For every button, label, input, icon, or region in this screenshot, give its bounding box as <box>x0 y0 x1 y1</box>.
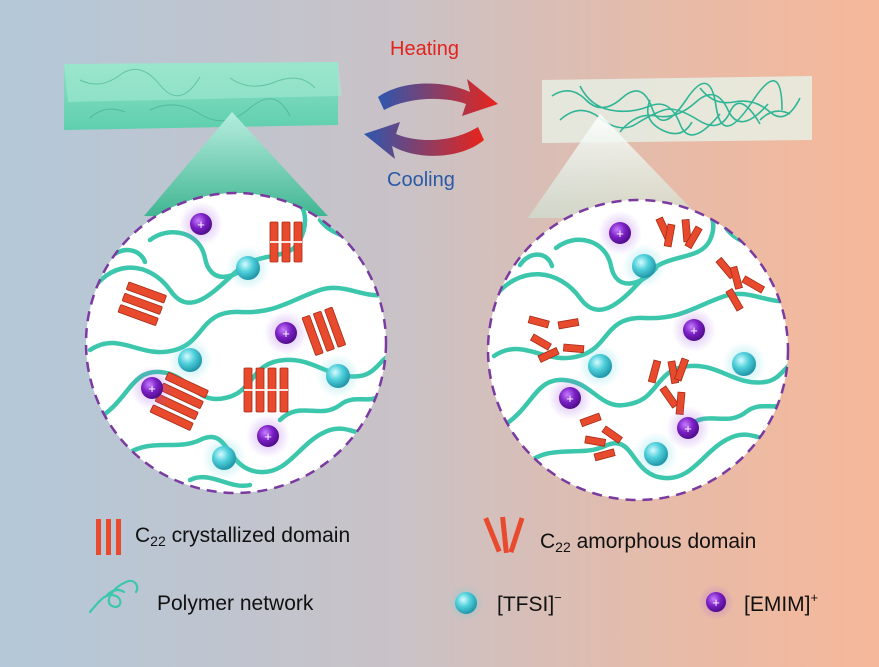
tfsi-ion <box>722 342 766 386</box>
svg-text:+: + <box>264 429 272 444</box>
svg-text:+: + <box>690 323 698 338</box>
tfsi-ion <box>622 244 666 288</box>
emim-label: [EMIM]+ <box>744 590 819 616</box>
amorphous-domain <box>655 216 703 250</box>
emim-ion: + <box>179 202 223 246</box>
amorphous-domain <box>579 412 623 462</box>
svg-text:+: + <box>148 381 156 396</box>
emim-ion: + <box>598 211 642 255</box>
right-zoom-cone <box>528 114 700 218</box>
tfsi-ion <box>634 432 678 476</box>
tfsi-ion <box>226 246 270 290</box>
polymer-network-label: Polymer network <box>157 592 314 615</box>
cooling-label: Cooling <box>387 169 455 191</box>
polymer-network-swatch <box>88 579 139 614</box>
cooling-arrow <box>364 122 484 159</box>
tfsi-ion <box>316 354 360 398</box>
svg-text:+: + <box>712 595 720 610</box>
emim-ion: + <box>130 366 174 410</box>
emim-ion: + <box>548 376 592 420</box>
crystallized-domain-swatch <box>96 519 121 555</box>
svg-text:+: + <box>616 226 624 241</box>
amorphous-domain-label: C22 amorphous domain <box>540 530 757 555</box>
crystal-domain <box>301 306 346 356</box>
emim-legend-icon: + <box>698 584 734 620</box>
emim-ion: + <box>672 308 716 352</box>
amorphous-domain <box>647 357 690 415</box>
crystallized-domain-label: C22 crystallized domain <box>135 524 351 549</box>
heating-label: Heating <box>390 38 459 60</box>
emim-ion: + <box>264 311 308 355</box>
amorphous-zoom-circle: + + + + <box>486 198 790 502</box>
emim-ion: + <box>246 414 290 458</box>
svg-text:+: + <box>282 326 290 341</box>
tfsi-label: [TFSI]− <box>497 590 562 616</box>
amorphous-domain <box>715 256 766 312</box>
left-zoom-cone <box>144 112 328 216</box>
tfsi-ion <box>168 338 212 382</box>
svg-text:+: + <box>684 421 692 436</box>
svg-text:+: + <box>566 391 574 406</box>
tfsi-ion <box>202 436 246 480</box>
svg-text:+: + <box>197 217 205 232</box>
tfsi-ion <box>578 344 622 388</box>
left-slab <box>64 62 342 130</box>
crystal-domain <box>117 281 167 326</box>
amorphous-domain-swatch <box>483 516 525 554</box>
tfsi-legend-icon <box>448 585 484 621</box>
crystallized-zoom-circle: + + + + <box>84 191 388 495</box>
heating-arrow <box>378 79 498 116</box>
amorphous-domain <box>527 315 585 363</box>
right-slab <box>542 76 812 143</box>
emim-ion: + <box>666 406 710 450</box>
